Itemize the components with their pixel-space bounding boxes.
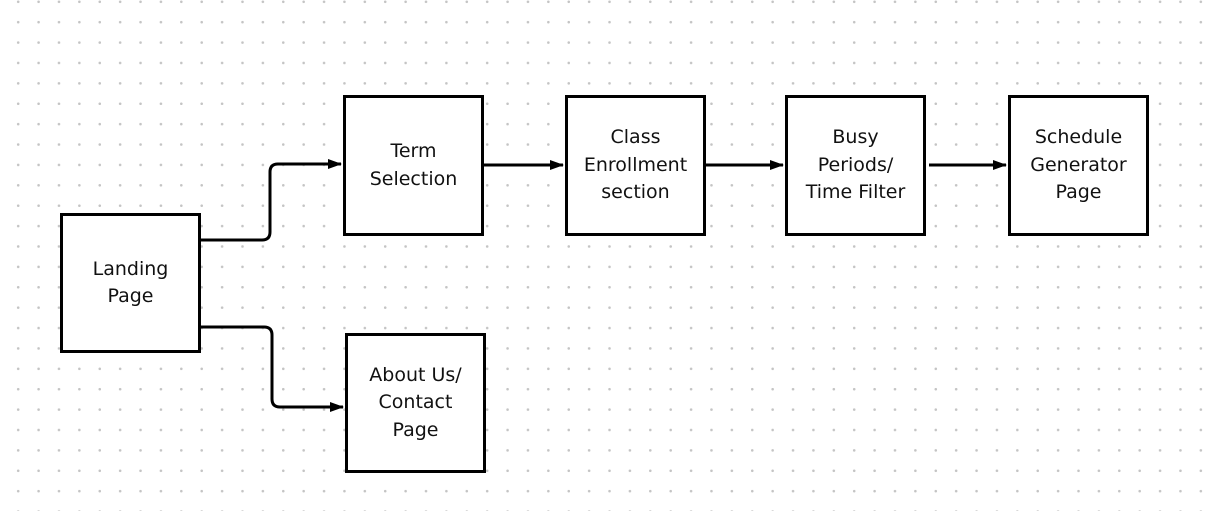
node-schedule-generator-page-label: Schedule Generator Page — [1030, 126, 1127, 204]
edge-landing-to-about — [201, 325, 344, 412]
node-landing-page-label: Landing Page — [92, 257, 169, 308]
node-landing-page[interactable]: Landing Page — [60, 213, 201, 353]
node-term-selection[interactable]: Term Selection — [343, 95, 484, 236]
node-class-enrollment-section[interactable]: Class Enrollment section — [565, 95, 706, 236]
node-busy-periods-time-filter[interactable]: Busy Periods/ Time Filter — [785, 95, 926, 236]
edge-landing-to-term — [201, 159, 342, 242]
node-busy-periods-time-filter-label: Busy Periods/ Time Filter — [805, 126, 906, 204]
node-about-us-contact-page-label: About Us/ Contact Page — [369, 363, 462, 441]
node-term-selection-label: Term Selection — [369, 140, 458, 190]
node-class-enrollment-section-label: Class Enrollment section — [583, 126, 688, 204]
node-about-us-contact-page[interactable]: About Us/ Contact Page — [345, 333, 486, 473]
node-schedule-generator-page[interactable]: Schedule Generator Page — [1008, 95, 1149, 236]
